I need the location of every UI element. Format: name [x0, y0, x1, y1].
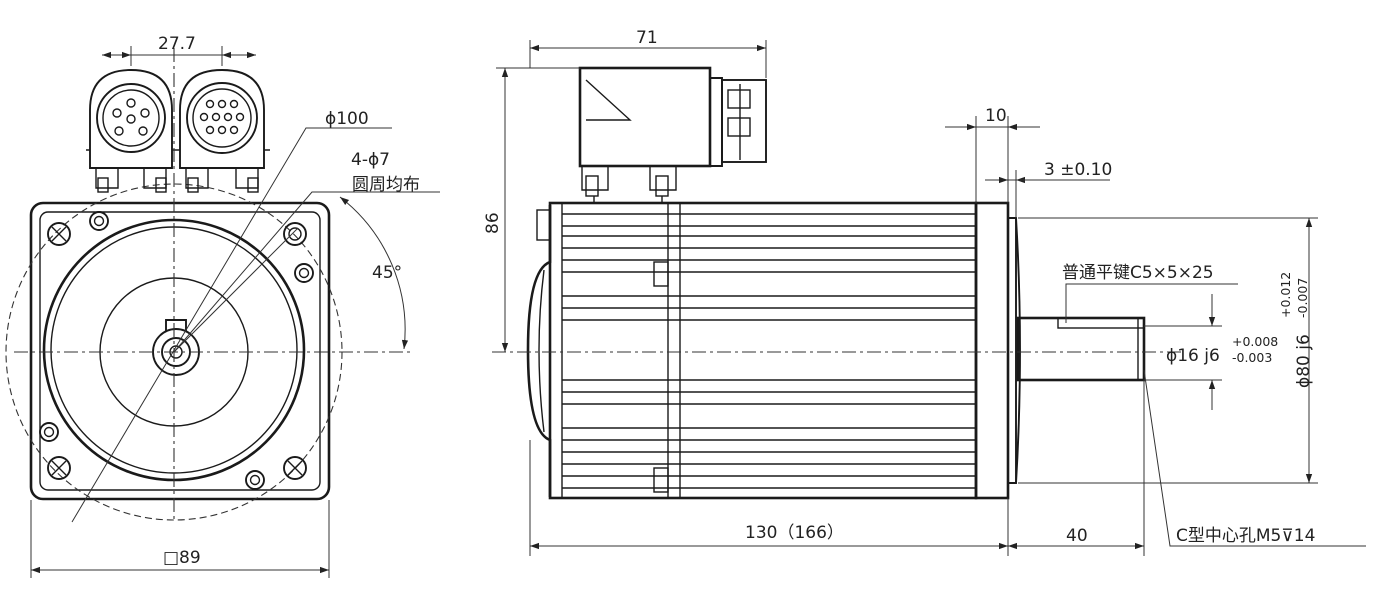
- hole-dim-line-2: [173, 227, 299, 353]
- angle-arc: [339, 196, 409, 350]
- note-holes: 圆周均布: [352, 175, 420, 195]
- dim-pilot-length: 10: [985, 106, 1007, 126]
- pilot-tol-upper: +0.012: [1278, 272, 1293, 318]
- center-hole-note: C型中心孔M5⊽14: [1176, 526, 1315, 546]
- hole-dim-line: [173, 191, 440, 353]
- connector-side: [578, 66, 767, 203]
- dim-angle: 45°: [372, 263, 402, 283]
- shaft-tol-upper: +0.008: [1232, 334, 1278, 349]
- dim-body-length: 130（166）: [745, 523, 844, 543]
- dim-shaft-length: 40: [1066, 526, 1088, 546]
- rear-cap: [526, 205, 552, 497]
- dim-pcd: ϕ100: [325, 109, 369, 129]
- motor-body: [548, 201, 978, 500]
- flange-outline: [29, 201, 331, 501]
- dim-pilot-step: 3 ±0.10: [1044, 160, 1112, 180]
- mount-hole-tl: [47, 222, 71, 246]
- connector-left-front: [86, 69, 176, 193]
- rear-tab: [536, 209, 551, 241]
- pcd-dim-line: [71, 127, 392, 523]
- front-view: 27.7 ϕ100 4-ϕ7 圆周均布 45° □89: [5, 34, 440, 578]
- shaft-tol-lower: -0.003: [1232, 350, 1272, 365]
- shaft-keyway: [1057, 317, 1145, 329]
- shaft-key: [165, 319, 187, 331]
- shaft: [1016, 316, 1146, 382]
- side-view: 71 86 10 3 ±0.10 普通平键C5×5×25 ϕ16 j6 +0.0…: [483, 28, 1366, 556]
- shaft-dia: ϕ16 j6: [1166, 346, 1220, 366]
- dim-connector-width: 71: [636, 28, 658, 48]
- pilot-dia: ϕ80 j6: [1294, 334, 1314, 388]
- body-screws: [39, 211, 314, 490]
- front-flange: [974, 201, 1010, 500]
- dim-flange: □89: [163, 548, 201, 568]
- dim-holes: 4-ϕ7: [351, 150, 390, 170]
- flange-inner-outline: [39, 211, 321, 491]
- cooling-fins: [562, 213, 976, 493]
- mount-hole-tr: [283, 222, 307, 246]
- dim-height: 86: [483, 212, 503, 234]
- mount-hole-br: [283, 456, 307, 480]
- key-note: 普通平键C5×5×25: [1062, 263, 1214, 283]
- dim-connector-spacing: 27.7: [158, 34, 196, 54]
- pilot-tol-lower: -0.007: [1295, 278, 1310, 318]
- connector-right-front: [176, 69, 270, 193]
- mount-hole-bl: [47, 456, 71, 480]
